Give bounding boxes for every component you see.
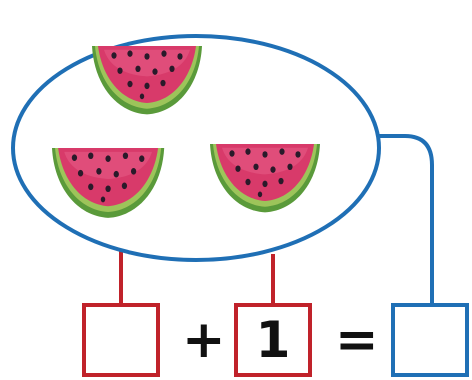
given-box-b: 1 xyxy=(234,303,312,377)
equals-symbol: = xyxy=(335,310,379,370)
connector-line-result xyxy=(378,134,434,306)
answer-box-a[interactable] xyxy=(82,303,160,377)
result-box[interactable] xyxy=(391,303,469,377)
plus-symbol: + xyxy=(182,310,226,370)
given-box-b-value: 1 xyxy=(255,311,291,369)
